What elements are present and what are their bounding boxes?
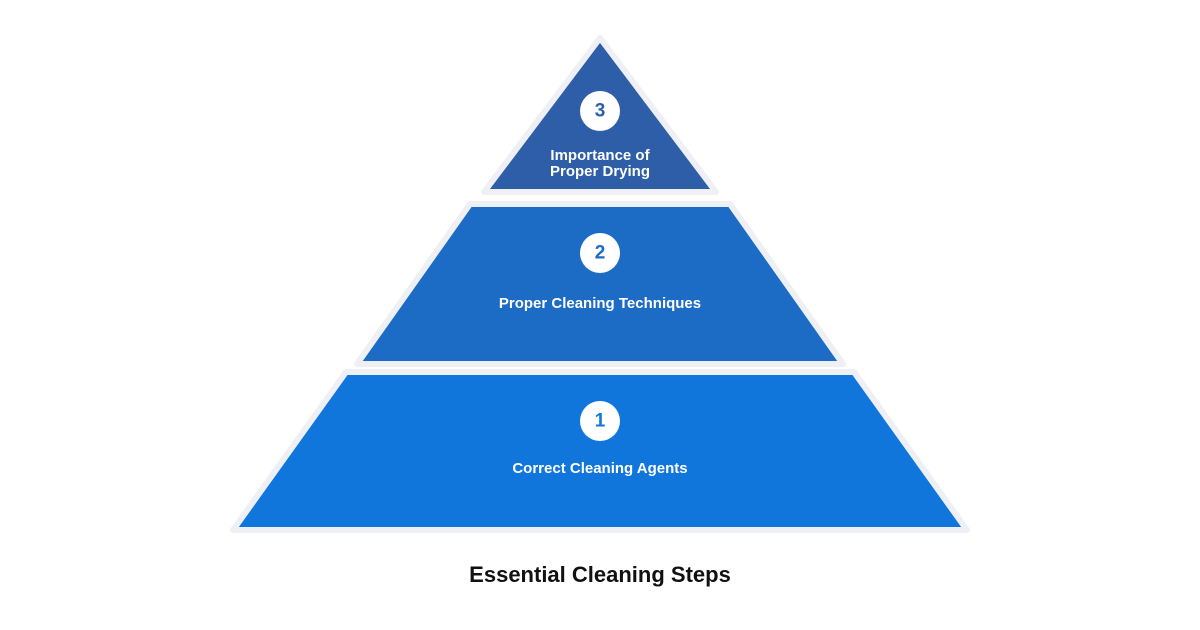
- tier-1-label: Correct Cleaning Agents: [512, 460, 687, 477]
- tier-3-number-badge: [580, 91, 620, 131]
- pyramid-tier-2: 2 Proper Cleaning Techniques: [354, 201, 846, 367]
- tier-2-number: 2: [595, 243, 606, 264]
- pyramid-tier-3: 3 Importance of Proper Drying: [481, 35, 719, 195]
- tier-2-label: Proper Cleaning Techniques: [499, 295, 701, 312]
- tier-1-number: 1: [595, 411, 606, 432]
- tier-2-number-badge: [580, 233, 620, 273]
- tier-3-label-line-2: Proper Drying: [550, 163, 650, 180]
- tier-2-shape: [354, 201, 846, 367]
- pyramid-tier-1: 1 Correct Cleaning Agents: [230, 369, 970, 533]
- tier-1-shape: [230, 369, 970, 533]
- diagram-caption: Essential Cleaning Steps: [469, 562, 731, 587]
- tier-3-label-line-1: Importance of: [550, 147, 650, 164]
- tier-1-number-badge: [580, 401, 620, 441]
- tier-3-number: 3: [595, 101, 606, 122]
